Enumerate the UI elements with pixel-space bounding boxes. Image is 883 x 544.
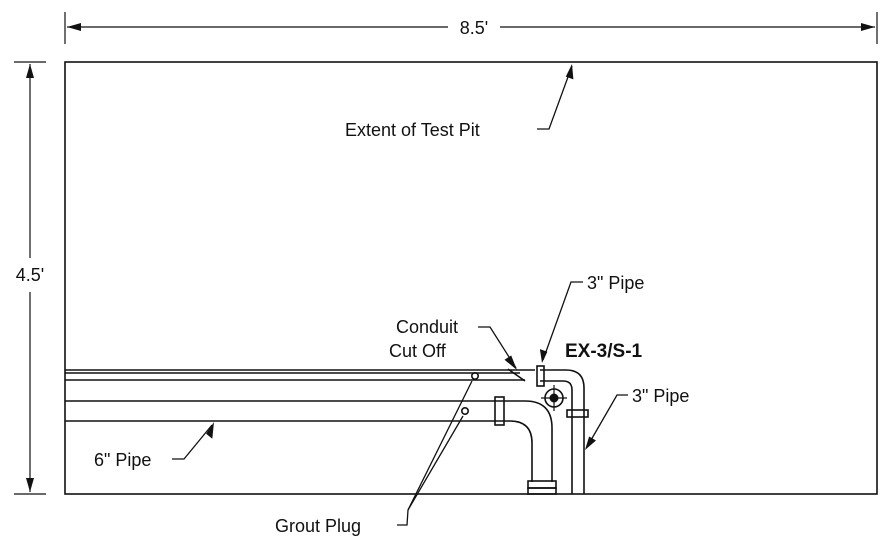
extent-arrowhead <box>565 64 574 80</box>
conduit-label-line1: Conduit <box>396 317 458 337</box>
pipe6-bottom-coupling-1 <box>527 480 557 489</box>
three-inch-pipe <box>536 365 589 494</box>
conduit <box>65 368 535 382</box>
pipe3-inner <box>540 380 573 494</box>
pipe3-right-leader <box>586 394 628 448</box>
width-dimension: 8.5' <box>64 12 878 44</box>
conduit-cut-edge <box>507 368 526 382</box>
height-arrow-bottom <box>26 478 34 492</box>
pipe6-bottom-coupling-2 <box>527 487 557 495</box>
pipe6-label: 6" Pipe <box>94 450 151 470</box>
sample-id-label: EX-3/S-1 <box>565 341 643 362</box>
height-arrow-top <box>26 64 34 78</box>
conduit-arrowhead <box>504 355 517 370</box>
extent-leader <box>537 65 573 130</box>
width-label: 8.5' <box>460 18 488 38</box>
pipe3-outer <box>540 369 585 494</box>
width-arrow-right <box>861 23 875 31</box>
conduit-leader <box>478 326 517 369</box>
test-pit-outline <box>64 61 878 495</box>
grout-label: Grout Plug <box>275 516 361 536</box>
pipe3-top-label: 3" Pipe <box>587 273 644 293</box>
pipe3-right-label: 3" Pipe <box>632 386 689 406</box>
six-inch-pipe <box>65 396 557 495</box>
extent-label: Extent of Test Pit <box>345 120 480 140</box>
pipe6-elbow-outer <box>524 400 553 482</box>
grout-leader-1 <box>397 380 473 526</box>
pipe3-top-arrowhead <box>539 349 548 363</box>
pipe3-right-arrowhead <box>585 436 596 450</box>
conduit-label-line2: Cut Off <box>389 341 447 361</box>
sample-location-symbol <box>541 385 567 411</box>
height-dimension: 4.5' <box>14 61 46 495</box>
pipe6-elbow-inner <box>509 420 533 482</box>
grout-plug-2 <box>460 406 469 415</box>
grout-leader-2 <box>407 415 464 511</box>
pipe3-coupling-top <box>536 365 545 387</box>
pipe3-coupling-side <box>566 409 589 418</box>
pipe6-leader <box>172 424 213 460</box>
pipe6-coupling <box>494 396 505 426</box>
pipe3-top-leader <box>542 281 583 361</box>
grout-plug-1 <box>470 371 479 380</box>
width-arrow-left <box>67 23 81 31</box>
height-label: 4.5' <box>16 265 44 285</box>
pipe6-arrowhead <box>206 422 214 439</box>
